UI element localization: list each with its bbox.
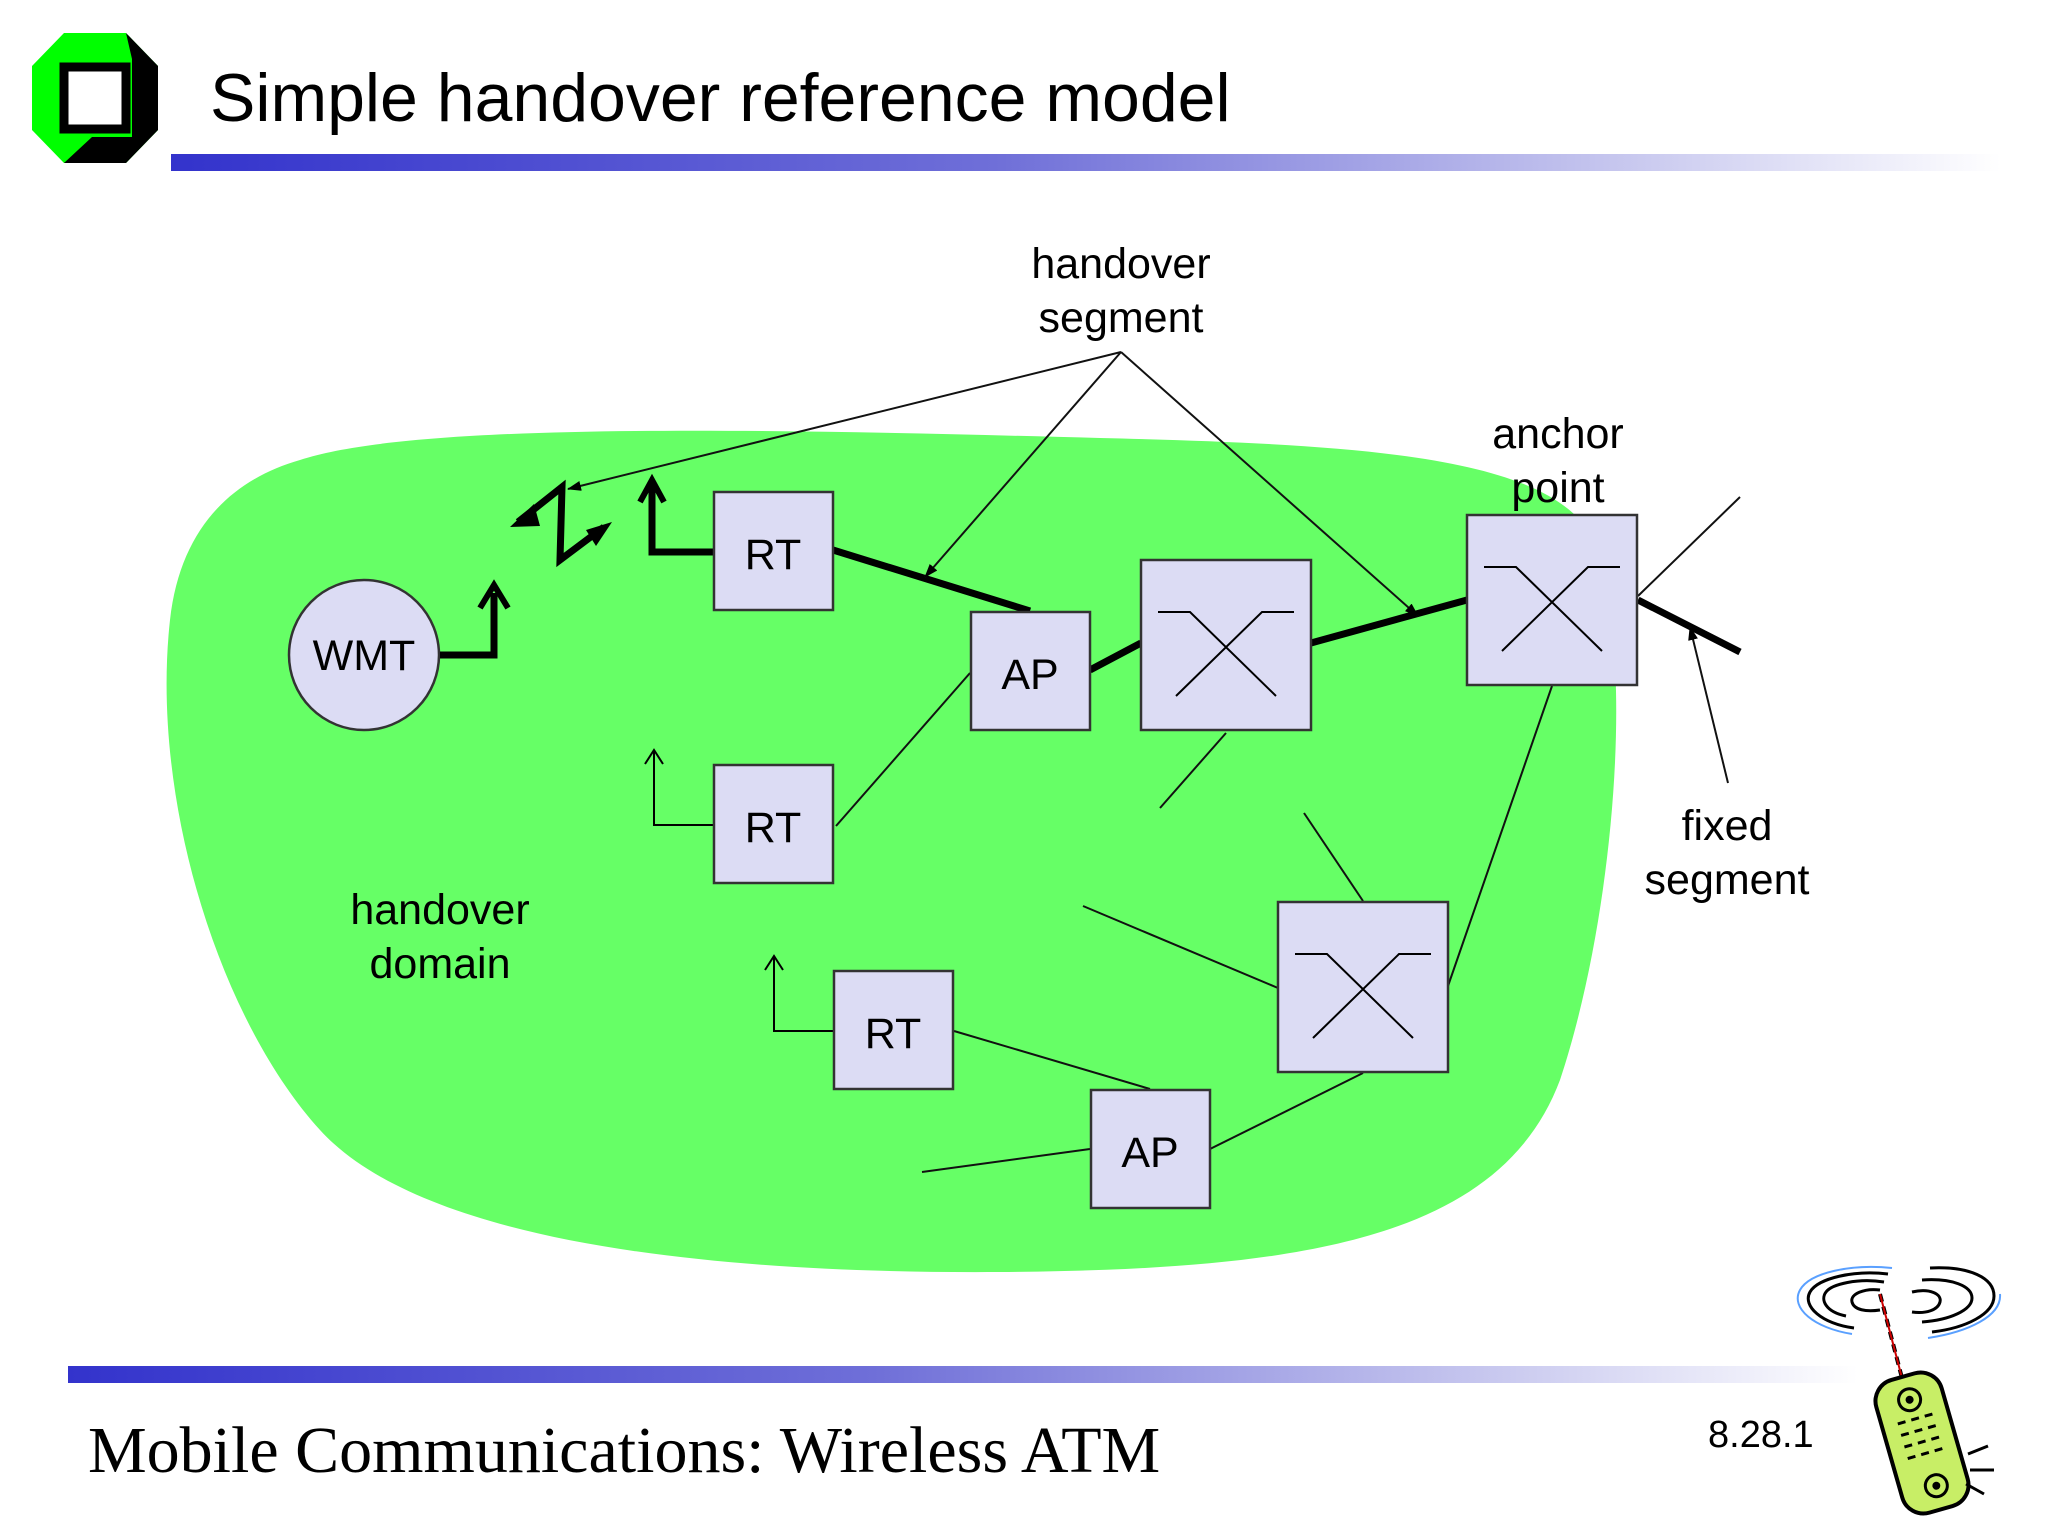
link-rt-middle-ap-top — [835, 672, 971, 827]
fixed-segment-label-line1: fixed — [1682, 802, 1773, 850]
anchor-point-label-line2: point — [1511, 464, 1604, 512]
ap-bottom-node — [1089, 1088, 1212, 1210]
fixed-segment-pointer — [1688, 626, 1729, 784]
rt-middle-label: RT — [745, 804, 802, 852]
rt-bottom-antenna-icon — [773, 958, 834, 1032]
slide-number: 8.28.1 — [1708, 1414, 1814, 1456]
anchor-switch-icon — [1465, 513, 1639, 687]
logo-icon — [32, 33, 158, 163]
handover-segment-label-line1: handover — [1031, 240, 1210, 288]
handover-segment-pointer-core — [1120, 351, 1419, 617]
mobile-phone-icon — [1796, 1265, 2002, 1516]
radio-link-zigzag — [515, 479, 607, 568]
radio-arrow-right — [586, 522, 612, 546]
footer-rule — [68, 1366, 1858, 1383]
rt-bottom-node — [832, 969, 955, 1091]
handover-domain-label-line1: handover — [350, 886, 529, 934]
link-switch3-left — [1082, 905, 1279, 989]
handover-segment-pointer-link — [924, 351, 1122, 578]
rt-top-antenna-tip — [637, 473, 667, 504]
radio-arrow-left — [510, 504, 540, 527]
link-anchor-switch3 — [1447, 685, 1553, 987]
link-switch3-up — [1303, 812, 1364, 902]
handover-domain-region — [166, 430, 1617, 1273]
ap-bottom-label: AP — [1121, 1129, 1178, 1177]
wmt-antenna-tip — [477, 579, 511, 610]
handover-domain-label-line2: domain — [369, 940, 510, 988]
handover-segment-pointer-radio — [567, 351, 1122, 491]
rt-top-node — [712, 490, 835, 612]
ap-top-label: AP — [1001, 651, 1058, 699]
slide-title: Simple handover reference model — [210, 60, 1231, 136]
active-link-rt-ap — [831, 546, 1032, 615]
link-ap-bottom-left — [921, 1148, 1091, 1173]
switch-icon — [1276, 900, 1450, 1074]
rt-bottom-label: RT — [865, 1010, 922, 1058]
link-switch1-down — [1159, 732, 1227, 809]
wmt-label: WMT — [313, 632, 416, 680]
title-rule — [171, 154, 2001, 171]
link-anchor-upright — [1637, 496, 1741, 597]
wmt-antenna-icon — [440, 593, 498, 659]
rt-middle-antenna-tip — [644, 748, 664, 765]
link-rt-bottom-ap-bottom — [953, 1030, 1151, 1090]
anchor-point-label-line1: anchor — [1492, 410, 1623, 458]
handover-segment-label-line2: segment — [1039, 294, 1204, 342]
ap-top-node — [969, 610, 1092, 732]
wmt-node — [287, 578, 441, 732]
rt-top-antenna-icon — [648, 486, 714, 556]
rt-middle-antenna-icon — [653, 752, 714, 826]
link-switch3-ap-bottom — [1209, 1072, 1364, 1150]
rt-bottom-antenna-tip — [764, 954, 784, 971]
footer-title: Mobile Communications: Wireless ATM — [88, 1414, 1161, 1487]
active-link-ap-switch1 — [1088, 639, 1143, 674]
active-link-switch1-anchor — [1310, 596, 1468, 647]
active-link-fixed — [1636, 596, 1742, 656]
switch-icon — [1139, 558, 1313, 732]
fixed-segment-label-line2: segment — [1645, 856, 1810, 904]
rt-middle-node — [712, 763, 835, 885]
rt-top-label: RT — [745, 531, 802, 579]
